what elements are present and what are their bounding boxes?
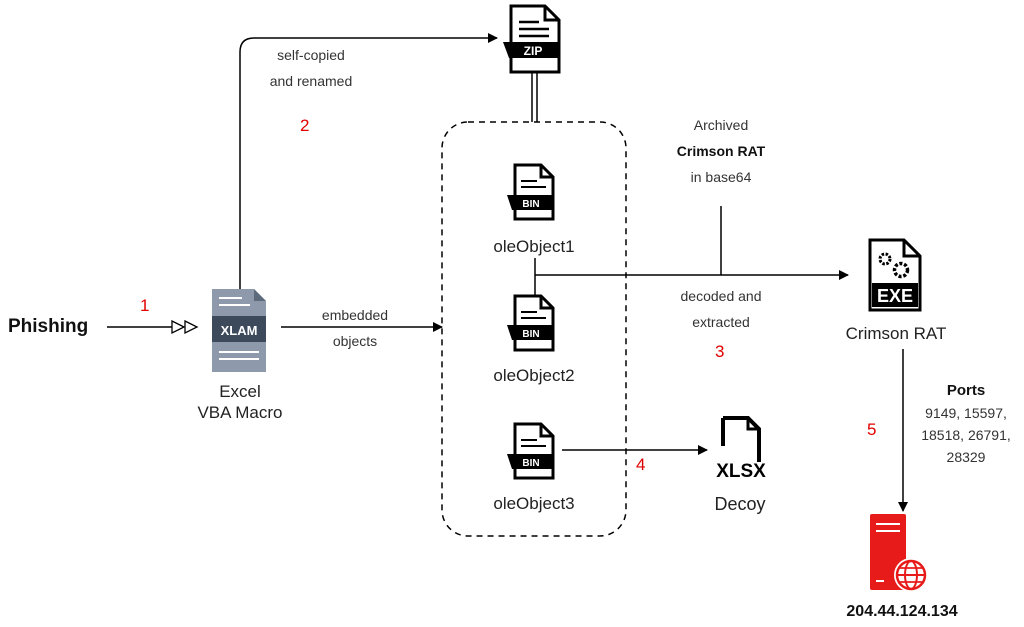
ports-title: Ports [946,382,986,399]
step-3-marker: 3 [715,342,725,361]
zip-icon-text: ZIP [524,44,543,58]
embedded-objects-container [441,121,627,537]
crimson-rat-label: Crimson RAT [845,324,947,343]
ports-info: Ports 9149, 15597, 18518, 26791, 28329 [908,380,1024,468]
ole-object-1-label: oleObject1 [493,237,575,256]
bin-icon-text-1: BIN [522,199,539,210]
exe-file-icon [868,238,922,312]
phishing-label: Phishing [8,316,89,337]
bin-file-icon-1 [507,163,555,221]
bin-file-icon-2 [507,294,555,352]
server-globe-icon [870,514,928,592]
bin-icon-text-2: BIN [522,329,539,340]
xlam-icon-text: XLAM [221,323,258,338]
ports-line3: 28329 [946,449,986,465]
archive-note: Archived Crimson RAT in base64 [650,112,792,190]
excel-label-line2: VBA Macro [197,403,283,422]
decode-label-line2: extracted [692,314,750,330]
ports-line1: 9149, 15597, [925,405,1007,421]
ole-object-3-label: oleObject3 [493,494,575,513]
server-ip-label: 204.44.124.134 [846,603,958,620]
decode-label-line1: decoded and [680,288,762,304]
self-copy-edge [239,33,498,289]
xlsx-file-icon [721,416,761,462]
self-copy-label-line2: and renamed [269,73,353,89]
excel-label-line1: Excel [219,382,261,401]
excel-label: Excel VBA Macro [180,381,300,423]
zip-file-icon [503,4,561,74]
embedded-label: embedded objects [300,302,410,354]
ole-object-2-label: oleObject2 [493,366,575,385]
xlam-file-icon [212,289,266,372]
embedded-label-line2: objects [332,333,378,349]
decoy-label: Decoy [714,494,766,514]
self-copy-label: self-copied and renamed [246,42,376,94]
step-4-marker: 4 [636,455,646,474]
step-1-marker: 1 [140,296,150,315]
ports-line2: 18518, 26791, [921,427,1011,443]
bin-icon-text-3: BIN [522,458,539,469]
archive-note-line2: Crimson RAT [676,143,766,159]
self-copy-label-line1: self-copied [277,47,345,63]
bin-file-icon-3 [507,422,555,480]
exe-icon-text: EXE [877,286,913,306]
phishing-arrow [107,319,199,335]
embedded-label-line1: embedded [321,307,389,323]
archive-note-line1: Archived [693,117,749,133]
decode-label: decoded and extracted [650,283,792,335]
archive-note-line3: in base64 [690,169,752,185]
step-5-marker: 5 [867,420,877,439]
decode-edge [534,206,849,297]
xlsx-icon-text: XLSX [716,461,766,482]
step-2-marker: 2 [300,116,310,135]
